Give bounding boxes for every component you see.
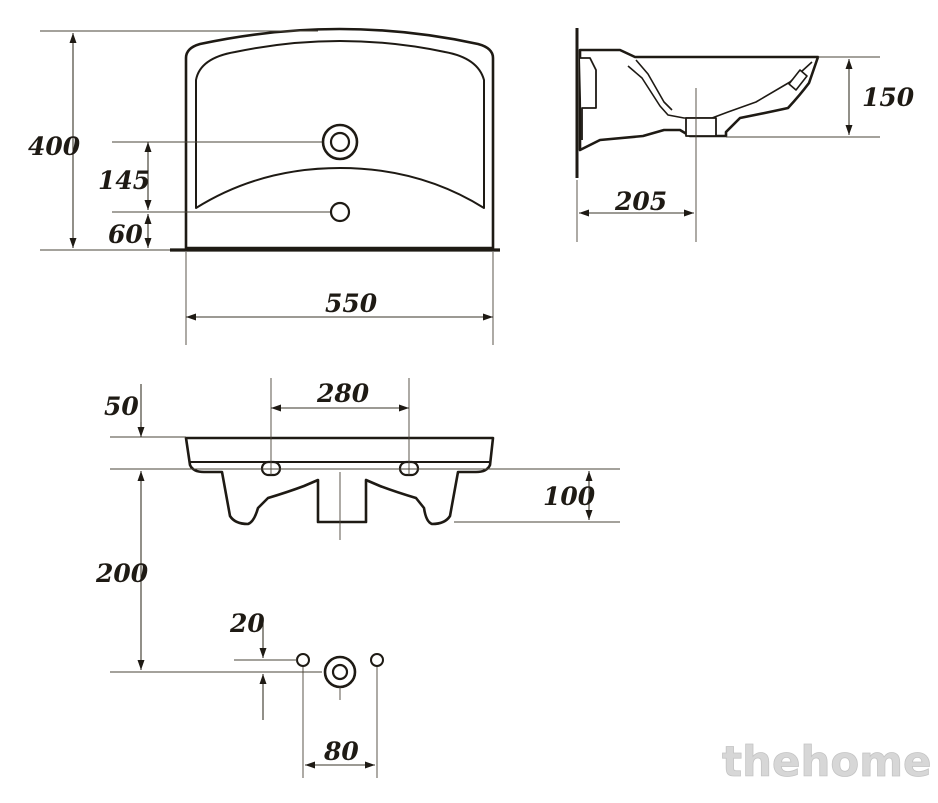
side-view: 150 205: [575, 28, 915, 242]
dim-projection: 205: [614, 187, 667, 216]
underside-view: 280 50 100 200: [95, 378, 620, 673]
small-hole-right: [370, 653, 384, 667]
dim-small-spacing: 80: [323, 737, 359, 766]
mounting-holes-detail: 20 80: [229, 609, 384, 778]
dim-drain-height: 145: [98, 166, 150, 195]
dim-mount-offset: 200: [95, 559, 149, 588]
small-hole-left: [296, 653, 310, 667]
tap-hole-front: [329, 201, 351, 223]
dim-depth: 150: [862, 83, 915, 112]
dim-small-offset: 20: [229, 609, 265, 638]
drain-hole-front: [321, 123, 359, 161]
dim-overall-width: 550: [325, 289, 378, 318]
dim-tap-height: 60: [108, 220, 143, 249]
watermark: thehome: [722, 737, 931, 786]
dim-overall-height: 400: [28, 132, 81, 161]
dim-top-offset: 50: [104, 392, 139, 421]
front-view: 400 145 60 550: [28, 27, 500, 345]
dim-bowl-depth: 100: [543, 482, 596, 511]
dim-hole-spacing: 280: [316, 379, 370, 408]
